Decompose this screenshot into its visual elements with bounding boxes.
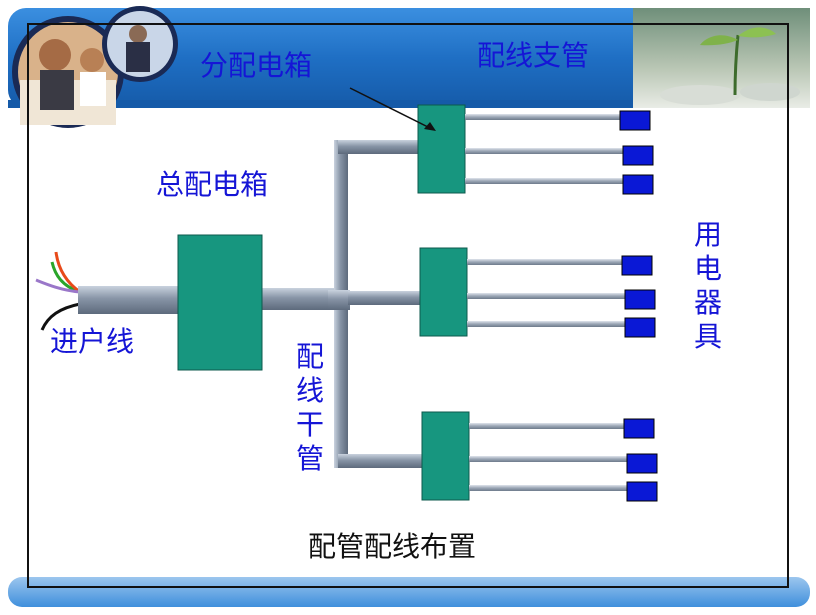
header-title: 分配电箱 [200,49,313,82]
sub-distribution-box-bottom [421,411,470,501]
appliance-block [624,289,656,310]
appliance-block [626,481,658,502]
pointer-arrow [349,87,436,131]
diagram-caption: 配管配线布置 [308,530,477,563]
branch-lines-bottom [469,423,629,491]
appliance-group-bottom [623,418,658,502]
main-box-label: 总配电箱 [156,168,269,201]
incoming-wires [35,251,81,331]
photo-medallion-large [12,16,124,128]
appliance-block [622,174,654,195]
incoming-label: 进户线 [50,325,135,358]
trunk-connector-pipe [262,288,334,310]
branch-lines-top [465,114,623,184]
appliance-label: 用电器具 [693,218,722,353]
header-subtitle: 配线支管 [477,39,590,72]
appliance-block [619,110,651,131]
footer-band [8,577,810,607]
branch-lines-middle [467,259,625,327]
appliance-block [626,453,658,474]
incoming-pipe [78,286,180,314]
appliance-block [623,418,655,439]
photo-medallion-small [102,6,178,82]
appliance-block [624,317,656,338]
appliance-block [622,145,654,166]
sub-distribution-box-top [417,104,466,194]
sub-distribution-box-middle [419,247,468,337]
trunk-label: 配线干管 [295,340,324,475]
appliance-group-middle [621,255,656,338]
appliance-group-top [619,110,654,195]
branch-pipe-middle [348,291,420,305]
branch-pipe-bottom [338,454,422,468]
main-distribution-box [177,234,263,371]
junction-joint [328,290,350,310]
appliance-block [621,255,653,276]
branch-pipe-top [338,140,418,154]
